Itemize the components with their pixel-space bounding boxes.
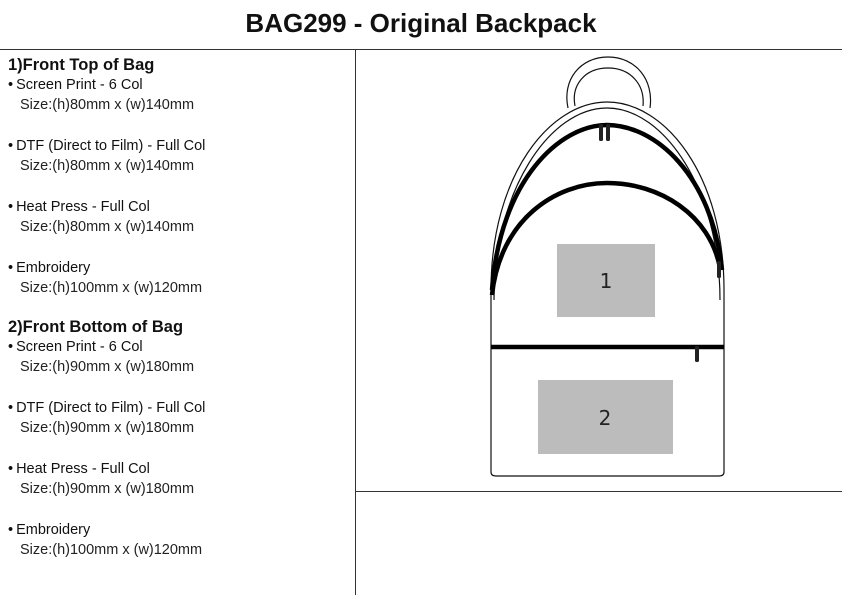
handle-inner — [573, 67, 644, 107]
method-size: Size:(h)80mm x (w)140mm — [20, 97, 195, 113]
method-size: Size:(h)80mm x (w)140mm — [20, 219, 195, 235]
method-name: DTF (Direct to Film) - Full Col — [8, 398, 348, 418]
method-name: Screen Print - 6 Col — [8, 337, 348, 357]
print-area-1 — [557, 244, 655, 317]
zipper-pull-icon — [695, 346, 699, 362]
method-size: Size:(h)100mm x (w)120mm — [20, 542, 203, 558]
method-size: Size:(h)100mm x (w)120mm — [20, 280, 203, 296]
header-divider — [0, 49, 842, 50]
print-options-list: 1)Front Top of Bag Screen Print - 6 ColS… — [8, 55, 348, 579]
method-size: Size:(h)90mm x (w)180mm — [20, 359, 195, 375]
method-size: Size:(h)90mm x (w)180mm — [20, 420, 195, 436]
print-area-2 — [538, 380, 673, 454]
section-front-bottom: 2)Front Bottom of Bag Screen Print - 6 C… — [8, 317, 348, 561]
column-divider — [355, 49, 356, 595]
method-name: DTF (Direct to Film) - Full Col — [8, 136, 348, 156]
section-front-top: 1)Front Top of Bag Screen Print - 6 ColS… — [8, 55, 348, 299]
method-name: Heat Press - Full Col — [8, 197, 348, 217]
method-name: Embroidery — [8, 258, 348, 278]
list-item: DTF (Direct to Film) - Full ColSize:(h)8… — [8, 136, 348, 177]
zipper-pulls — [599, 124, 721, 362]
print-area-1-label: 1 — [600, 269, 613, 293]
middle-zipper — [489, 180, 723, 296]
method-name: Embroidery — [8, 520, 348, 540]
zipper-pull-icon — [599, 124, 603, 141]
handle-outer — [566, 56, 652, 109]
zipper-pull-icon — [717, 261, 721, 278]
page-title: BAG299 - Original Backpack — [245, 8, 597, 38]
zipper-pull-icon — [606, 124, 610, 141]
method-size: Size:(h)80mm x (w)140mm — [20, 158, 195, 174]
method-name: Heat Press - Full Col — [8, 459, 348, 479]
section-heading: 1)Front Top of Bag — [8, 56, 155, 74]
method-size: Size:(h)90mm x (w)180mm — [20, 481, 195, 497]
print-area-2-label: 2 — [599, 406, 612, 430]
list-item: DTF (Direct to Film) - Full ColSize:(h)9… — [8, 398, 348, 439]
section-heading: 2)Front Bottom of Bag — [8, 318, 184, 336]
image-bottom-divider — [355, 491, 842, 492]
method-name: Screen Print - 6 Col — [8, 75, 348, 95]
